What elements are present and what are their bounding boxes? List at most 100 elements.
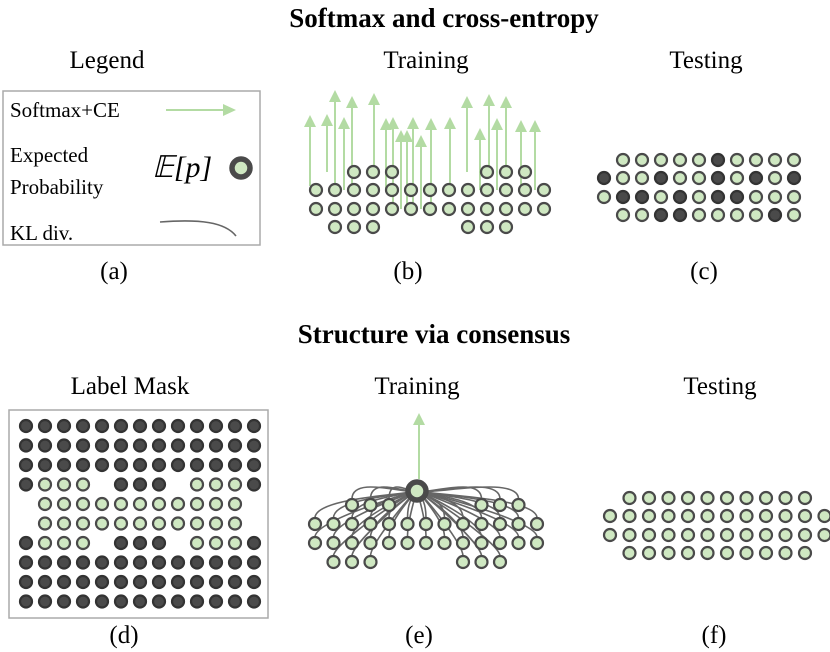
pixel-dot bbox=[227, 535, 243, 551]
pixel-dot bbox=[227, 496, 243, 512]
pixel-dot bbox=[113, 457, 129, 473]
pixel-dot bbox=[536, 182, 552, 198]
pixel-dot bbox=[691, 170, 707, 186]
pixel-dot bbox=[132, 555, 148, 570]
pixel-dot bbox=[634, 170, 650, 186]
training-e-pixels bbox=[307, 479, 545, 570]
pixel-dot bbox=[132, 594, 148, 609]
pixel-dot bbox=[498, 219, 514, 235]
pixel-dot bbox=[246, 535, 262, 551]
pixel-dot bbox=[797, 490, 813, 506]
pixel-dot bbox=[189, 477, 205, 492]
pixel-dot bbox=[422, 182, 438, 198]
pixel-dot bbox=[474, 554, 489, 570]
pixel-dot bbox=[641, 545, 657, 561]
pixel-dot bbox=[132, 535, 148, 551]
pixel-dot bbox=[189, 457, 205, 473]
pixel-dot bbox=[346, 201, 362, 217]
pixel-dot bbox=[767, 189, 783, 205]
pixel-dot bbox=[615, 207, 631, 223]
pixel-dot bbox=[492, 516, 508, 532]
pixel-dot bbox=[381, 516, 397, 532]
pixel-dot bbox=[56, 594, 72, 609]
pixel-dot bbox=[189, 438, 205, 453]
pixel-dot bbox=[37, 516, 53, 531]
legend-expected-label: Expected bbox=[10, 143, 89, 167]
pixel-dot bbox=[381, 535, 397, 551]
pixel-dot bbox=[170, 516, 186, 531]
pixel-dot bbox=[748, 189, 764, 205]
pixel-dot bbox=[327, 201, 343, 217]
pixel-dot bbox=[661, 527, 676, 543]
title-bottom: Structure via consensus bbox=[298, 319, 571, 349]
pixel-dot bbox=[75, 438, 91, 453]
pixel-dot bbox=[778, 508, 793, 524]
heading-f: Testing bbox=[683, 373, 757, 400]
pixel-dot bbox=[37, 496, 53, 512]
pixel-dot bbox=[498, 182, 514, 198]
pixel-dot bbox=[56, 418, 72, 434]
pixel-dot bbox=[246, 418, 262, 434]
pixel-dot bbox=[75, 535, 91, 551]
pixel-dot bbox=[437, 516, 452, 532]
arrow-up-icon bbox=[304, 115, 316, 186]
pixel-dot bbox=[672, 207, 688, 223]
pixel-dot bbox=[418, 516, 434, 532]
pixel-dot bbox=[602, 508, 618, 524]
pixel-dot bbox=[56, 516, 72, 531]
pixel-dot bbox=[778, 490, 793, 506]
pixel-dot bbox=[346, 182, 362, 198]
pixel-dot bbox=[37, 594, 53, 609]
pixel-dot bbox=[680, 490, 696, 506]
pixel-dot bbox=[700, 545, 715, 561]
pixel-dot bbox=[170, 594, 186, 609]
pixel-dot bbox=[170, 418, 186, 434]
pixel-dot bbox=[189, 594, 205, 609]
pixel-dot bbox=[758, 545, 774, 561]
arrow-up-icon bbox=[329, 90, 341, 190]
pixel-dot bbox=[189, 574, 205, 590]
pixel-dot bbox=[37, 457, 53, 473]
pixel-dot bbox=[661, 508, 676, 524]
pixel-dot bbox=[517, 201, 533, 217]
pixel-dot bbox=[622, 508, 637, 524]
pixel-dot bbox=[672, 189, 688, 205]
heading-e: Training bbox=[374, 373, 460, 400]
pixel-dot bbox=[615, 189, 631, 205]
pixel-dot bbox=[729, 189, 745, 205]
pixel-dot bbox=[113, 555, 129, 570]
pixel-dot bbox=[710, 207, 726, 223]
pixel-dot bbox=[75, 594, 91, 609]
pixel-dot bbox=[460, 201, 476, 217]
arrow-up-icon bbox=[368, 93, 380, 172]
pixel-dot bbox=[710, 189, 726, 205]
legend-arrow-icon bbox=[166, 104, 236, 116]
pixel-dot bbox=[56, 496, 72, 512]
caption-a: (a) bbox=[100, 258, 128, 285]
pixel-dot bbox=[151, 594, 167, 609]
title-top: Softmax and cross-entropy bbox=[289, 3, 599, 33]
pixel-dot bbox=[227, 418, 243, 434]
pixel-dot bbox=[634, 207, 650, 223]
pixel-dot bbox=[700, 490, 715, 506]
pixel-dot bbox=[37, 438, 53, 453]
pixel-dot bbox=[132, 477, 148, 492]
heading-b: Training bbox=[383, 47, 469, 74]
pixel-dot bbox=[602, 527, 618, 543]
pixel-dot bbox=[326, 554, 341, 570]
caption-c: (c) bbox=[690, 258, 718, 285]
pixel-dot bbox=[151, 535, 167, 551]
arrow-up-icon bbox=[413, 413, 425, 479]
pixel-dot bbox=[479, 219, 495, 235]
pixel-dot bbox=[344, 516, 360, 532]
pixel-dot bbox=[455, 535, 471, 551]
pixel-dot bbox=[151, 516, 167, 531]
pixel-dot bbox=[208, 535, 224, 551]
caption-e: (e) bbox=[405, 622, 433, 649]
pixel-dot bbox=[37, 477, 53, 492]
pixel-dot bbox=[363, 535, 378, 551]
pixel-dot bbox=[672, 152, 688, 168]
pixel-dot bbox=[307, 535, 323, 551]
arrow-up-icon bbox=[461, 96, 473, 172]
pixel-dot bbox=[132, 496, 148, 512]
